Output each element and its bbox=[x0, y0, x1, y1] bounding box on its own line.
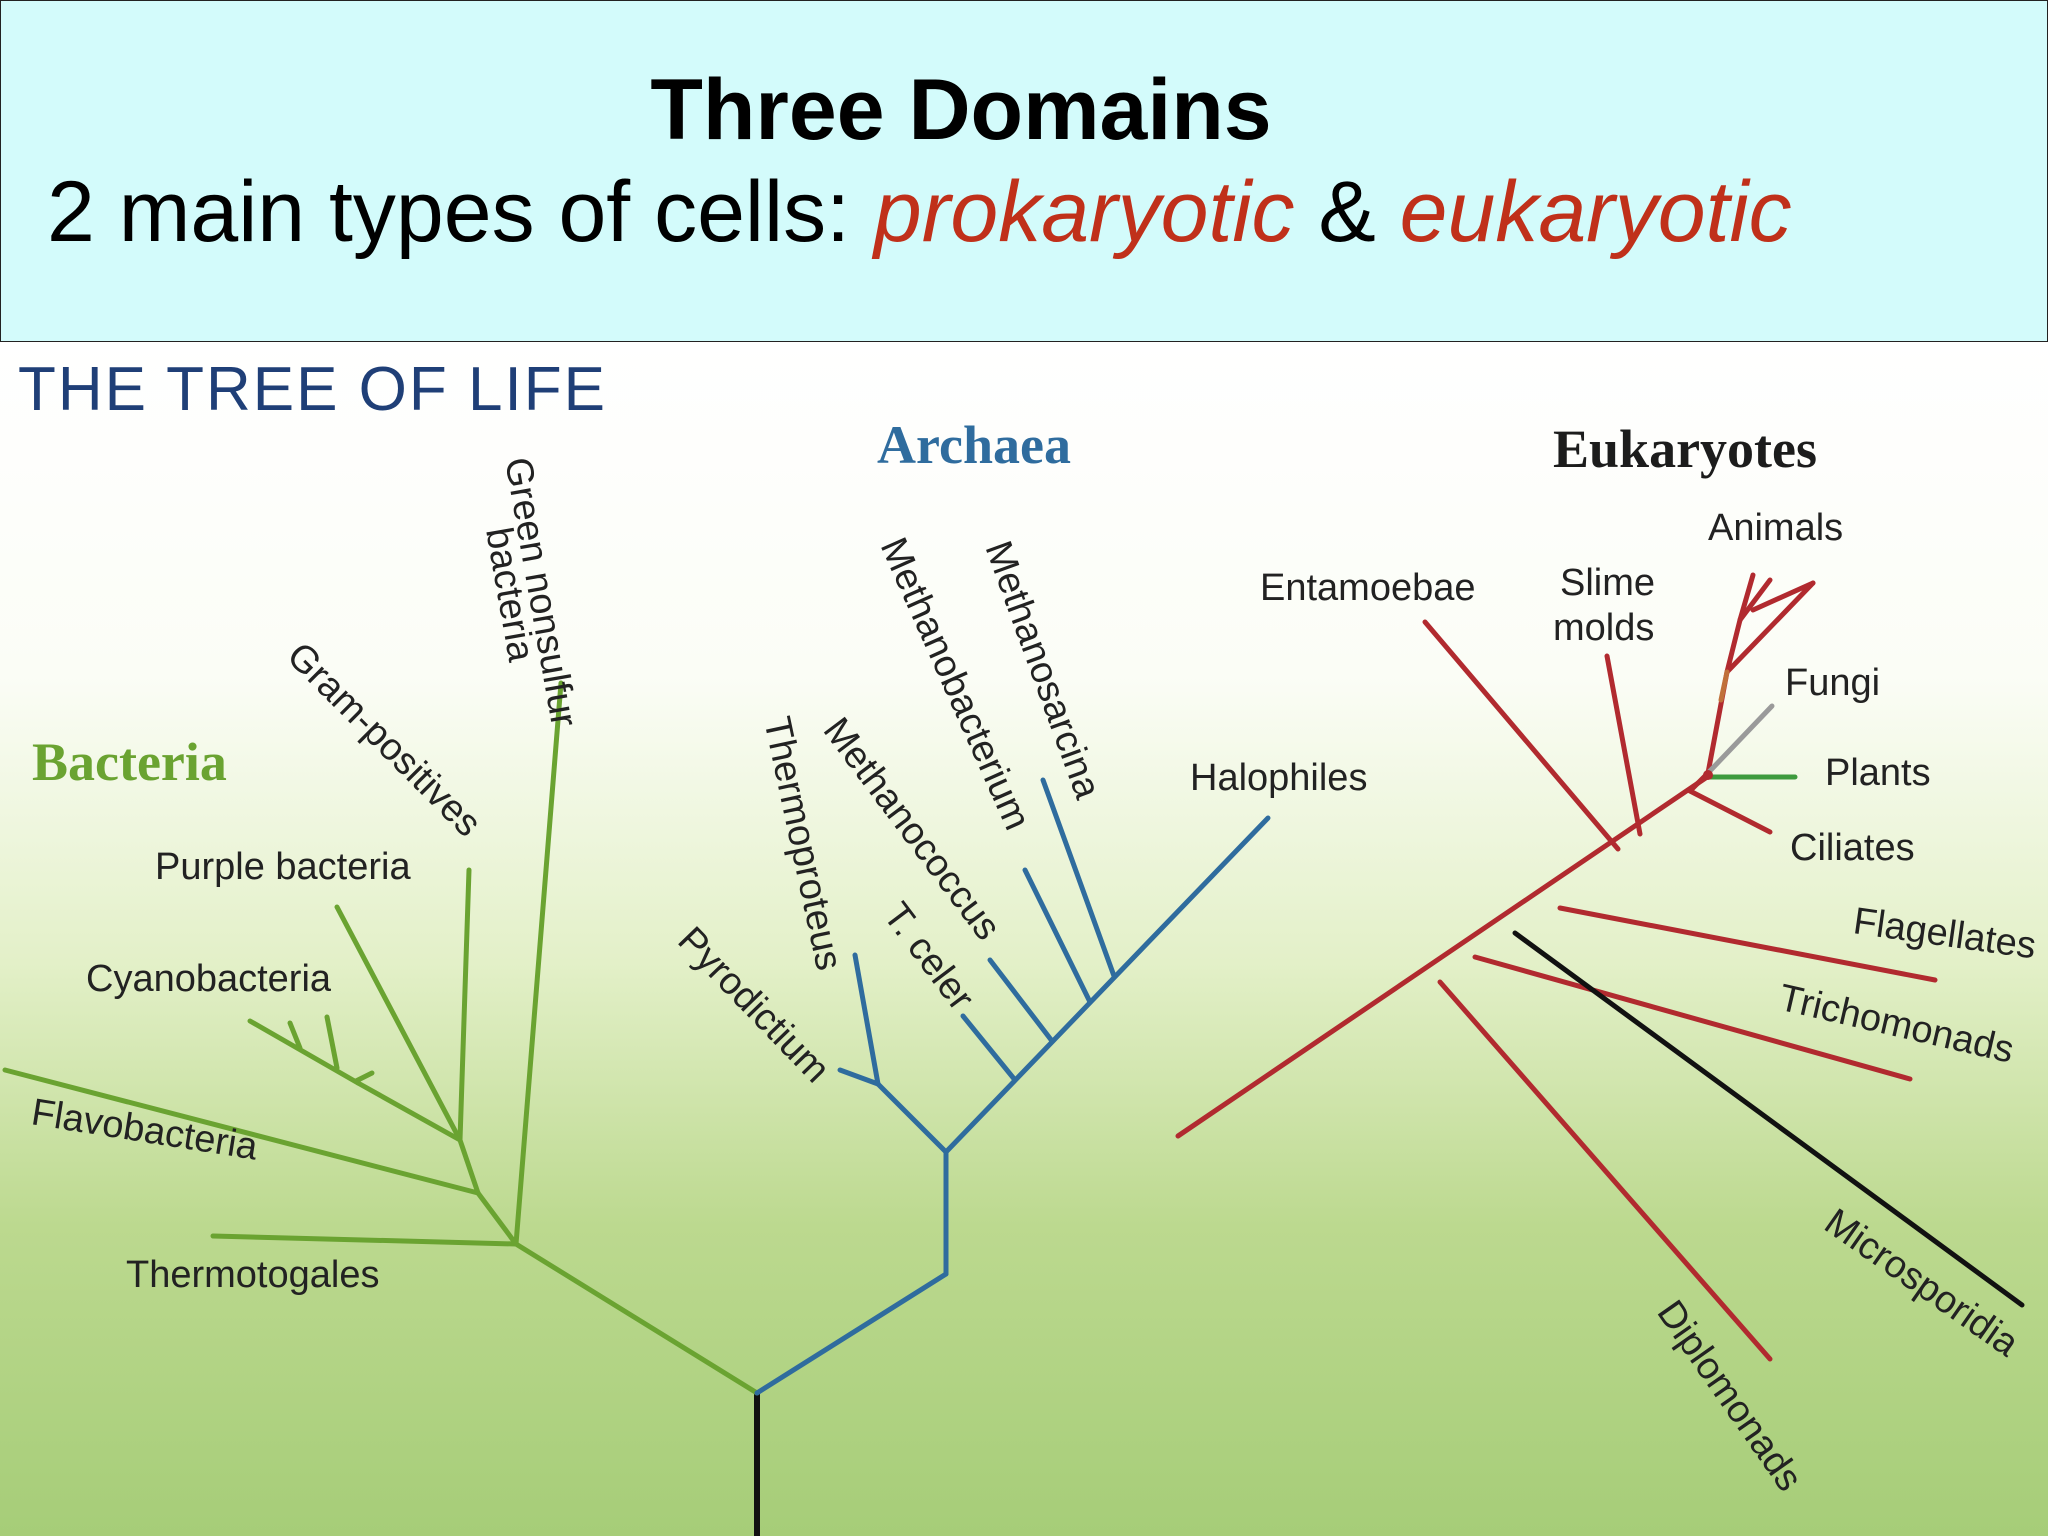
branch-cyano-2 bbox=[324, 1014, 340, 1071]
label-plants: Plants bbox=[1825, 752, 1931, 794]
branch-cyano-1 bbox=[247, 1018, 361, 1086]
branch-fungi bbox=[1705, 703, 1775, 776]
label-flagellates: Flagellates bbox=[1851, 900, 2039, 967]
domain-label-bacteria: Bacteria bbox=[32, 732, 227, 792]
label-fungi: Fungi bbox=[1785, 662, 1880, 704]
subtitle-eukaryotic: eukaryotic bbox=[1399, 164, 1792, 260]
animals-stem-3 bbox=[1737, 572, 1756, 623]
archaea-stem bbox=[754, 1271, 949, 1396]
pyrodictium-tip-a bbox=[837, 1067, 881, 1087]
eukaryote-stem bbox=[1175, 772, 1713, 1139]
domain-label-eukaryotes: Eukaryotes bbox=[1553, 419, 1817, 479]
tree-heading: THE TREE OF LIFE bbox=[18, 355, 607, 424]
label-thermotogales: Thermotogales bbox=[126, 1254, 379, 1296]
branch-methanosarcina bbox=[1040, 777, 1117, 979]
bacteria-branches bbox=[2, 680, 760, 1396]
label-halophiles: Halophiles bbox=[1190, 757, 1367, 799]
branch-entamoebae bbox=[1422, 619, 1621, 852]
subtitle-prefix: 2 main types of cells: bbox=[47, 164, 874, 260]
crown-node bbox=[1703, 770, 1713, 780]
branch-gram-positives bbox=[457, 867, 472, 1143]
branch-ciliates bbox=[1687, 788, 1773, 835]
branch-microsporidia bbox=[1512, 930, 2025, 1308]
branch-cyano-3 bbox=[353, 1070, 375, 1084]
animals-tip-1 bbox=[1737, 577, 1773, 623]
branch-trichomonads bbox=[1472, 954, 1913, 1082]
branch-green-nonsulfur bbox=[513, 680, 564, 1247]
pyrodictium-tip-b bbox=[852, 952, 881, 1087]
title-banner: Three Domains 2 main types of cells: pro… bbox=[0, 0, 2048, 342]
label-trichomonads: Trichomonads bbox=[1775, 977, 2018, 1072]
branch-thermotogales bbox=[210, 1233, 519, 1247]
label-slime-molds-line2: molds bbox=[1553, 607, 1654, 649]
label-purple-bacteria: Purple bacteria bbox=[155, 846, 411, 888]
label-animals: Animals bbox=[1708, 507, 1843, 549]
slide-title: Three Domains bbox=[650, 62, 1272, 158]
animals-tip-3 bbox=[1724, 580, 1816, 675]
bacteria-inner-stem-2 bbox=[457, 1137, 481, 1196]
label-gram-positives: Gram-positives bbox=[279, 635, 489, 845]
label-slime-molds-line1: Slime bbox=[1560, 562, 1655, 604]
label-ciliates: Ciliates bbox=[1790, 827, 1915, 869]
eukaryote-branches bbox=[1175, 572, 1938, 1362]
branch-purple-bacteria bbox=[334, 904, 463, 1143]
branch-methanococcus bbox=[987, 957, 1055, 1044]
branch-diplomonads bbox=[1437, 979, 1773, 1362]
label-diplomonads: Diplomonads bbox=[1649, 1293, 1811, 1499]
subtitle-prokaryotic: prokaryotic bbox=[873, 164, 1295, 260]
animals-stem-2 bbox=[1724, 617, 1743, 675]
label-cyanobacteria: Cyanobacteria bbox=[86, 958, 332, 1000]
animals-tip-2 bbox=[1750, 580, 1816, 613]
branch-pyrodictium bbox=[875, 1081, 949, 1155]
branch-cyano-4 bbox=[287, 1020, 303, 1051]
archaea-main-stem bbox=[943, 815, 1271, 1155]
branch-animals-color bbox=[1718, 669, 1730, 703]
subtitle-joiner: & bbox=[1294, 164, 1400, 260]
tree-background bbox=[0, 342, 2048, 1536]
branch-slime-molds bbox=[1604, 653, 1643, 837]
branch-t-celer bbox=[960, 1013, 1018, 1083]
archaea-branches bbox=[754, 777, 1271, 1396]
branch-flagellates bbox=[1557, 905, 1938, 983]
domain-label-archaea: Archaea bbox=[877, 415, 1071, 475]
bacteria-stem bbox=[513, 1241, 760, 1396]
branch-methanobacterium bbox=[1022, 867, 1093, 1005]
bacteria-inner-stem bbox=[475, 1190, 519, 1247]
label-entamoebae: Entamoebae bbox=[1260, 567, 1476, 609]
slide-subtitle: 2 main types of cells: prokaryotic & euk… bbox=[47, 163, 1792, 262]
branch-cyanobacteria-stem bbox=[355, 1080, 463, 1143]
branch-flavobacteria bbox=[2, 1067, 481, 1196]
label-flavobacteria: Flavobacteria bbox=[29, 1091, 262, 1168]
